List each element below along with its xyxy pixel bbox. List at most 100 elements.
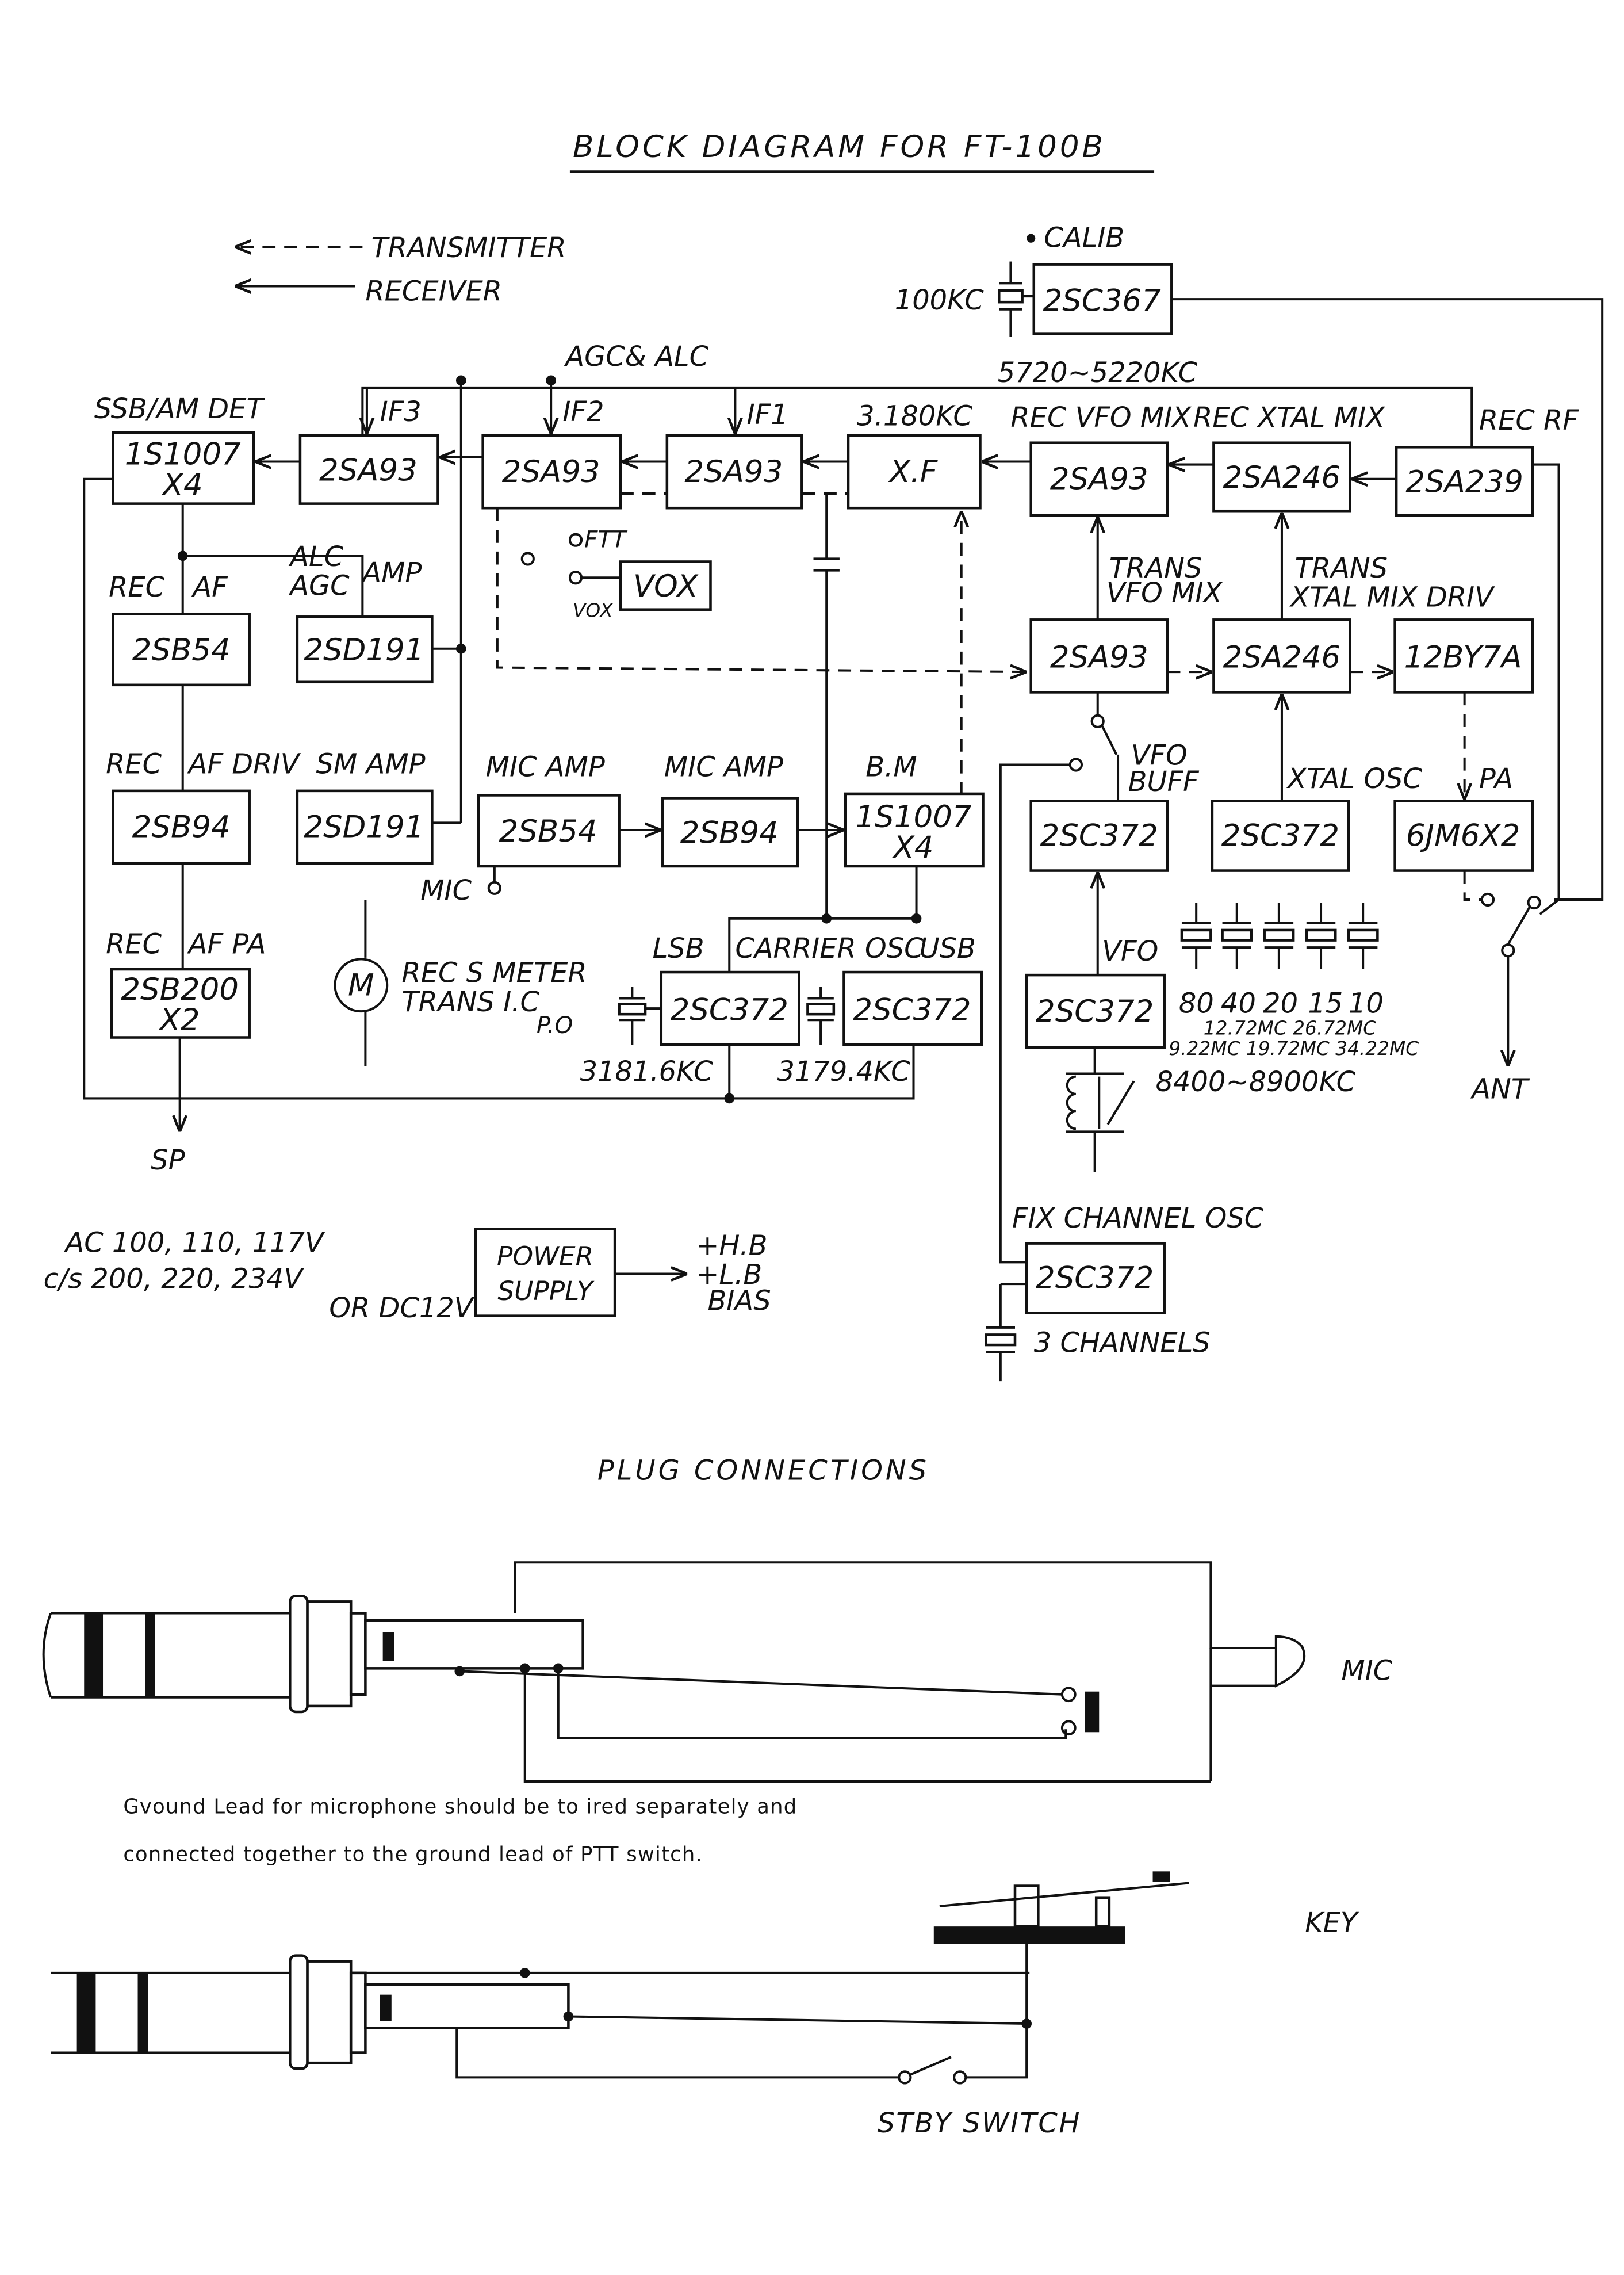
crystal-icon-80 [1180, 903, 1212, 970]
block-lsb-osc-label: 2SC372 [671, 992, 788, 1027]
xtal-mix-driv-label: XTAL MIX DRIV [1289, 582, 1495, 614]
block-if2 [481, 434, 622, 510]
if2-label: IF2 [562, 396, 604, 428]
block-pa-label: 6JM6X2 [1406, 819, 1520, 854]
xf-freq-label: 3.180KC [857, 400, 972, 432]
three-channels-label: 3 CHANNELS [1034, 1328, 1211, 1359]
s-meter-icon [334, 958, 389, 1013]
block-if3 [298, 434, 439, 505]
legend: TRANSMITTER RECEIVER [235, 232, 566, 308]
block-usb-osc [842, 970, 983, 1046]
diagram-title: BLOCK DIAGRAM FOR FT-100B [573, 129, 1106, 165]
block-if1-label: 2SA93 [684, 454, 783, 490]
lsb-label: LSB [653, 933, 704, 965]
crystal-fix-icon [985, 1283, 1027, 1382]
rec-xtal-mix-label: REC XTAL MIX [1193, 402, 1385, 434]
block-bm-line2: X4 [892, 830, 934, 865]
freq-5720-label: 5720~5220KC [998, 357, 1198, 389]
stby-switch-label: STBY SWITCH [877, 2108, 1081, 2139]
ac-line2: c/s 200, 220, 234V [44, 1264, 305, 1295]
key-plug-icon [51, 1954, 570, 2070]
block-vfo-label: 2SC372 [1036, 994, 1154, 1029]
pa-label: PA [1479, 763, 1513, 795]
agc-label: AGC [288, 570, 350, 602]
crystal-usb-icon [806, 987, 836, 1045]
block-vox-label: VOX [633, 569, 699, 604]
block-mic-amp2-label: 2SB94 [680, 816, 779, 851]
calib-label: CALIB [1044, 222, 1124, 254]
ground-note-line1: Gvound Lead for microphone should be to … [123, 1795, 797, 1818]
crystal-icon-10 [1347, 903, 1379, 970]
ant-label: ANT [1470, 1073, 1530, 1105]
telegraph-key-icon [933, 1871, 1189, 1944]
block-mic-amp1-label: 2SB54 [499, 814, 597, 849]
ac-line1: AC 100, 110, 117V [63, 1228, 325, 1259]
sp-label: SP [151, 1145, 185, 1176]
meter-symbol: M [348, 968, 374, 1003]
bias-label: BIAS [707, 1286, 771, 1317]
block-vfo-buff-label: 2SC372 [1040, 819, 1158, 854]
trans1-label: TRANS [1109, 553, 1202, 584]
block-rec-af-label: 2SB54 [132, 633, 231, 668]
block-mic-amp1 [477, 794, 621, 868]
block-vfo-buff [1029, 800, 1169, 872]
af-driv-label: AF DRIV [187, 749, 301, 781]
block-cal-osc [1032, 263, 1173, 335]
band-label-40: 40 [1221, 988, 1256, 1020]
rec2-label: REC [106, 749, 162, 781]
rec-vfo-mix-label: REC VFO MIX [1010, 402, 1192, 434]
xtal-100kc-label: 100KC [895, 285, 985, 316]
xtal-3179-label: 3179.4KC [777, 1056, 910, 1088]
af-pa-label: AF PA [187, 928, 266, 960]
block-bm-line1: 1S1007 [855, 800, 971, 835]
ac-line3: OR DC12V [329, 1293, 474, 1324]
legend-transmitter: TRANSMITTER [371, 232, 566, 264]
block-vfo [1025, 973, 1166, 1049]
ground-note-line2: connected together to the ground lead of… [123, 1843, 703, 1867]
legend-receiver: RECEIVER [365, 276, 502, 308]
carrier-osc-label: CARRIER OSC [735, 933, 924, 965]
block-xf [847, 434, 982, 510]
crystal-lsb-icon [618, 987, 661, 1045]
band-label-20: 20 [1263, 988, 1298, 1020]
block-fix-osc [1025, 1242, 1166, 1314]
ssb-am-det-label: SSB/AM DET [94, 393, 266, 425]
block-vox [619, 560, 712, 611]
block-alc-agc-amp-label: 2SD191 [304, 633, 424, 668]
block-driver [1393, 618, 1534, 694]
rec-rf-label: REC RF [1479, 405, 1579, 437]
if3-label: IF3 [380, 396, 422, 428]
block-rec-af [112, 612, 251, 687]
block-mic-amp2 [661, 797, 799, 868]
mic-plug-icon [42, 1595, 584, 1714]
block-xf-label: X.F [888, 454, 939, 490]
block-rec-rf [1395, 446, 1534, 517]
xtal-3181-label: 3181.6KC [580, 1056, 714, 1088]
lb-label: +L.B [696, 1259, 762, 1291]
vfo-range-label: 8400~8900KC [1156, 1066, 1356, 1098]
block-if3-label: 2SA93 [319, 453, 418, 488]
block-af-pa [110, 968, 251, 1039]
fix-channel-osc-label: FIX CHANNEL OSC [1012, 1203, 1264, 1234]
block-if2-label: 2SA93 [502, 454, 600, 490]
block-alc-agc-amp [296, 615, 434, 684]
block-trans-xtal-mix-label: 2SA246 [1223, 640, 1341, 675]
block-trans-xtal-mix [1212, 618, 1351, 694]
vfo-label: VFO [1102, 936, 1158, 968]
mic-label: MIC [420, 875, 472, 907]
ptt-button-icon [1085, 1691, 1100, 1733]
if1-label: IF1 [747, 399, 788, 431]
band-crystal-bank [1180, 903, 1379, 970]
block-xtal-osc-label: 2SC372 [1221, 819, 1339, 854]
band-label-15: 15 [1308, 988, 1343, 1020]
block-rec-vfo-mix [1029, 441, 1169, 517]
block-xtal-osc [1211, 800, 1350, 872]
alc-label: ALC [288, 541, 343, 573]
band-label-10: 10 [1349, 988, 1384, 1020]
block-det-line2: X4 [161, 468, 203, 503]
block-fix-osc-label: 2SC372 [1036, 1261, 1154, 1296]
po-label: P.O [537, 1012, 573, 1039]
trans2-label: TRANS [1295, 553, 1388, 584]
block-rec-xtal-mix [1212, 441, 1351, 513]
vox-small-label: VOX [573, 599, 614, 621]
